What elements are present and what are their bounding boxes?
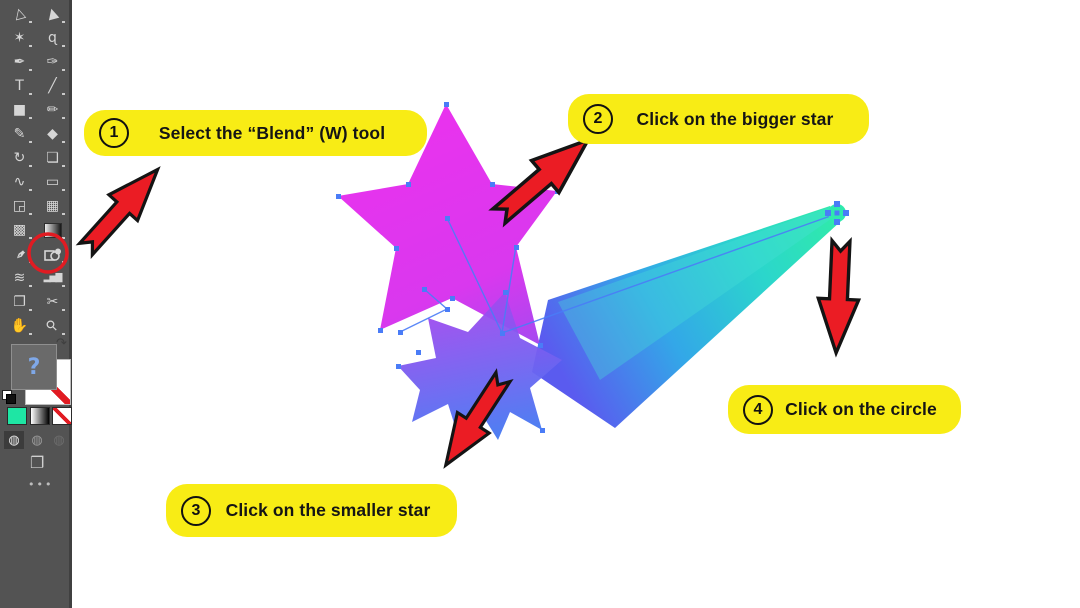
direct-selection-tool[interactable]: ▶ (40, 3, 66, 25)
fill-proxy[interactable]: ? (11, 344, 57, 390)
smaller-star[interactable] (398, 292, 562, 442)
tools-panel: ▷ ▶ ✶ ɋ ✒ ✑ T ╱ ■ ✏ ✎ ◆ ↻ ❏ ∿ ▭ ◲ ▦ ▩ ✒ (0, 0, 72, 608)
step2-text: Click on the bigger star (636, 108, 834, 129)
mesh-tool[interactable]: ▩ (7, 219, 33, 241)
pen-tool[interactable]: ✒ (7, 51, 33, 73)
shape-builder-icon: ◲ (12, 198, 27, 214)
free-transform-icon: ▭ (45, 174, 60, 190)
step4-label: 4 Click on the circle (728, 385, 961, 434)
step2-number-badge: 2 (583, 104, 613, 134)
type-tool[interactable]: T (7, 75, 33, 97)
default-fill-stroke-icon[interactable] (2, 390, 16, 404)
edit-toolbar-dots-icon[interactable]: ••• (28, 478, 54, 491)
blend-spine-paths (399, 213, 837, 334)
step2-label: 2 Click on the bigger star (568, 94, 869, 144)
screen-mode-icon[interactable]: ❐ (30, 453, 45, 472)
scale-tool[interactable]: ❏ (40, 147, 66, 169)
column-graph-icon: ▂▅▇ (43, 272, 63, 283)
blend-wedge-highlight (558, 207, 838, 380)
symbol-sprayer-icon: ≋ (13, 270, 26, 286)
step1-label: 1 Select the “Blend” (W) tool (84, 110, 427, 156)
pen-icon: ✒ (13, 54, 26, 70)
column-graph-tool[interactable]: ▂▅▇ (40, 267, 66, 289)
free-transform-tool[interactable]: ▭ (40, 171, 66, 193)
step1-arrow (70, 154, 174, 264)
none-swatch[interactable] (52, 407, 72, 425)
magic-wand-tool[interactable]: ✶ (7, 27, 33, 49)
paintbrush-tool[interactable]: ✏ (40, 99, 66, 121)
step1-text: Select the “Blend” (W) tool (158, 122, 386, 143)
lasso-icon: ɋ (48, 30, 57, 46)
slice-tool[interactable]: ✂ (40, 291, 66, 313)
line-segment-icon: ╱ (48, 78, 57, 94)
bigger-star[interactable] (338, 104, 557, 345)
draw-inside-mode-icon[interactable]: ◍ (53, 432, 65, 448)
blend-wedge[interactable] (532, 206, 841, 428)
draw-behind-mode-icon[interactable]: ◍ (31, 432, 43, 448)
selection-tool[interactable]: ▷ (7, 3, 33, 25)
fill-unknown-label: ? (27, 354, 41, 380)
width-icon: ∿ (13, 174, 26, 190)
curvature-tool[interactable]: ✑ (40, 51, 66, 73)
step4-number-badge: 4 (743, 394, 773, 425)
step3-label: 3 Click on the smaller star (166, 484, 457, 537)
curvature-pen-icon: ✑ (46, 54, 59, 70)
hand-tool[interactable]: ✋ (7, 315, 33, 337)
eraser-tool[interactable]: ◆ (40, 123, 66, 145)
lasso-tool[interactable]: ɋ (40, 27, 66, 49)
step3-number-badge: 3 (181, 495, 211, 526)
rotate-icon: ↻ (13, 150, 26, 166)
shape-builder-tool[interactable]: ◲ (7, 195, 33, 217)
scale-icon: ❏ (46, 150, 59, 166)
slice-icon: ✂ (46, 294, 59, 310)
rectangle-tool[interactable]: ■ (7, 99, 33, 121)
pencil-icon: ✎ (13, 126, 26, 142)
anchor-points (336, 102, 560, 445)
perspective-grid-icon: ▦ (45, 198, 60, 214)
rectangle-icon: ■ (12, 102, 27, 118)
artboard-icon: ❐ (13, 294, 26, 310)
step1-number-badge: 1 (99, 118, 129, 148)
type-icon: T (15, 78, 24, 94)
color-swatch-fill[interactable] (7, 407, 27, 425)
paintbrush-icon: ✏ (46, 102, 59, 118)
perspective-grid-tool[interactable]: ▦ (40, 195, 66, 217)
step3-text: Click on the smaller star (225, 500, 431, 520)
hand-icon: ✋ (10, 318, 29, 334)
symbol-sprayer-tool[interactable]: ≋ (7, 267, 33, 289)
step4-arrow (814, 238, 863, 356)
swap-fill-stroke-icon[interactable]: ↷ (56, 336, 67, 351)
artboard-tool[interactable]: ❐ (7, 291, 33, 313)
eraser-icon: ◆ (47, 126, 58, 142)
pencil-tool[interactable]: ✎ (7, 123, 33, 145)
blend-icon (43, 248, 61, 261)
gradient-swatch[interactable] (30, 407, 50, 425)
width-tool[interactable]: ∿ (7, 171, 33, 193)
rotate-tool[interactable]: ↻ (7, 147, 33, 169)
circle-handles (825, 201, 849, 225)
blend-tool-highlight-ring (27, 232, 69, 274)
mesh-icon: ▩ (12, 222, 27, 238)
draw-normal-mode-icon[interactable]: ◍ (4, 431, 24, 449)
step4-text: Click on the circle (785, 399, 937, 419)
line-segment-tool[interactable]: ╱ (40, 75, 66, 97)
magic-wand-icon: ✶ (13, 30, 26, 46)
zoom-tool[interactable]: ⚲ (40, 315, 66, 337)
